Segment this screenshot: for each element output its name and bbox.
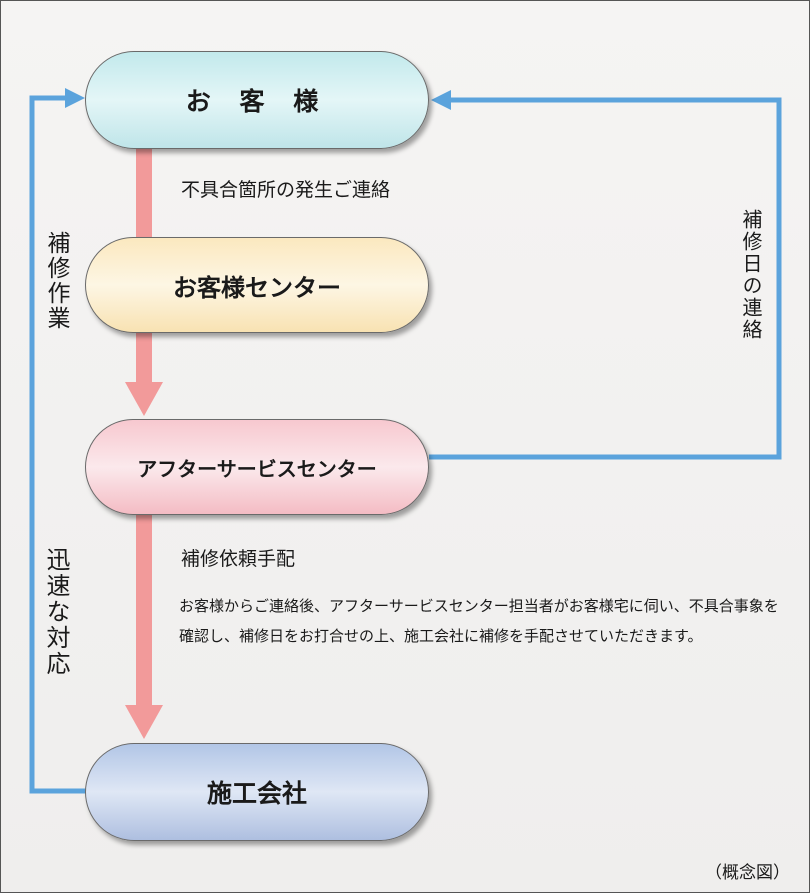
- flow-arrow-shaft-1: [136, 141, 152, 241]
- process-description: お客様からご連絡後、アフターサービスセンター担当者がお客様宅に伺い、不具合事象を…: [179, 597, 779, 645]
- flow-arrow-head-2: [125, 705, 163, 739]
- repair-date-arrow-head: [431, 90, 451, 110]
- after-service-center-node: アフターサービスセンター: [85, 419, 429, 515]
- after-service-center-label: アフターサービスセンター: [137, 456, 377, 481]
- flow-arrow-shaft-3: [136, 509, 152, 707]
- concept-note: （概念図）: [705, 863, 790, 883]
- flow-arrow-shaft-2: [136, 326, 152, 384]
- repair-date-contact-label: 補修日の連絡: [739, 209, 763, 341]
- customer-node: お 客 様: [85, 51, 429, 149]
- repair-work-label: 補修作業: [43, 231, 69, 331]
- customer-center-label: お客様センター: [173, 273, 341, 302]
- customer-label: お 客 様: [185, 87, 329, 116]
- flow-arrow-head-1: [125, 382, 163, 416]
- repair-work-arrow-line: [29, 95, 87, 794]
- quick-response-label: 迅速な対応: [42, 547, 70, 677]
- contractor-label: 施工会社: [206, 779, 307, 808]
- repair-work-arrow-head: [65, 88, 85, 108]
- repair-request-label: 補修依頼手配: [181, 548, 296, 570]
- defect-contact-label: 不具合箇所の発生ご連絡: [181, 179, 391, 201]
- repair-date-arrow-line: [429, 97, 782, 460]
- contractor-node: 施工会社: [85, 743, 429, 841]
- customer-center-node: お客様センター: [85, 237, 429, 333]
